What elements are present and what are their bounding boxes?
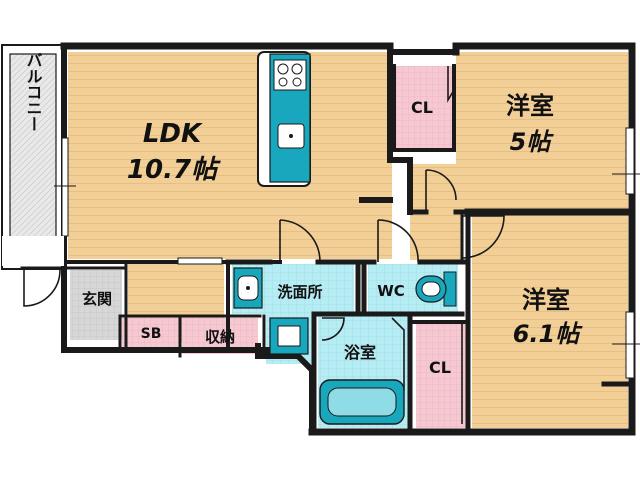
western2-size-label: 6.1帖	[513, 320, 584, 348]
western2-floor	[472, 214, 628, 428]
balcony	[1, 44, 65, 270]
toilet-fixture	[415, 271, 457, 307]
ldk-floor	[68, 52, 392, 259]
washing-machine-space	[269, 317, 309, 355]
sb-floor	[122, 318, 180, 348]
bathtub	[319, 379, 405, 425]
western1-floor	[456, 52, 628, 210]
bathroom-label: 浴室	[344, 343, 376, 362]
western1-size-label: 5帖	[510, 128, 555, 156]
toilet-label: WC	[377, 282, 405, 300]
western2-label: 洋室	[522, 286, 570, 314]
shoe-box-label: SB	[141, 326, 162, 342]
entrance-label: 玄関	[82, 290, 112, 308]
doors	[23, 66, 505, 424]
closet1-floor	[394, 66, 454, 152]
ldk-label: LDK	[143, 119, 203, 149]
ldk-size-label: 10.7帖	[127, 155, 221, 185]
storage-label: 収納	[205, 328, 235, 346]
wash-basin	[233, 267, 263, 309]
washroom-label: 洗面所	[277, 283, 322, 301]
balcony-label: バルコニー	[24, 52, 43, 132]
closet1-label: CL	[411, 98, 433, 117]
kitchen-counter	[257, 51, 311, 187]
closet2-floor	[416, 324, 470, 428]
windows	[2, 127, 640, 379]
western1-label: 洋室	[506, 92, 554, 120]
entrance-floor	[70, 270, 122, 340]
closet2-label: CL	[429, 358, 451, 377]
